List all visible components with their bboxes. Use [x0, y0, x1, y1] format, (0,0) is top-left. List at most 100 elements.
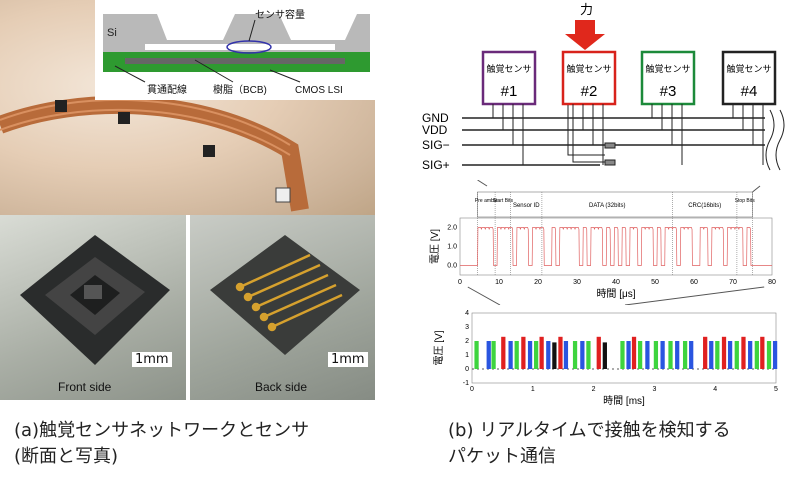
burst-blue: [580, 341, 585, 369]
sensor-name: 触覚センサ: [486, 63, 531, 74]
burst-green: [586, 341, 591, 369]
burst-blue: [626, 341, 631, 369]
sensor-box: [481, 50, 537, 106]
force-arrow-icon: [565, 20, 605, 50]
x-tick-label: 70: [729, 279, 737, 286]
burst-blue: [527, 341, 533, 369]
zoom-line: [467, 286, 501, 305]
burst-red: [596, 336, 601, 369]
y-tick-label: 0: [465, 366, 469, 373]
caption-b: (b) リアルタイムで接触を検知する パケット通信: [448, 418, 731, 470]
caption-a-line1: (a)触覚センサネットワークとセンサ: [14, 420, 310, 441]
section-label: DATA (32bits): [589, 203, 625, 209]
sensor-box: [721, 50, 777, 106]
bus-label: GND: [422, 111, 449, 125]
si-label: Si: [107, 27, 117, 39]
capacitance-label: センサ容量: [255, 8, 305, 21]
resin-label: 樹脂（BCB): [213, 83, 267, 96]
burst-red: [760, 336, 765, 369]
burst-green: [534, 341, 539, 369]
burst-green: [491, 341, 496, 369]
front-side-label: Front side: [58, 380, 112, 394]
burst-green: [754, 341, 759, 369]
section-label: CRC(16bits): [688, 203, 721, 209]
sensor-name: 触覚センサ: [645, 63, 690, 74]
burst-red: [741, 336, 746, 369]
x-tick-label: 60: [690, 279, 698, 286]
burst-green: [653, 341, 659, 369]
y-tick-label: 4: [465, 310, 469, 317]
x-tick-label: 1: [531, 386, 535, 393]
section-label: Sensor ID: [513, 203, 540, 209]
sensor-chip: [203, 145, 215, 157]
burst-red: [521, 336, 526, 369]
y-tick-label: 1.0: [447, 244, 457, 251]
burst-blue: [689, 341, 694, 369]
sensor-name: 触覚センサ: [726, 63, 771, 74]
burst-black: [602, 342, 607, 369]
sensor-chip: [55, 100, 67, 112]
y-axis-label: 電圧 [V]: [433, 330, 445, 365]
burst-green: [572, 341, 578, 369]
front-side-photo: 1mm Front side: [0, 215, 186, 400]
burst-blue: [563, 341, 569, 369]
burst-blue: [645, 341, 650, 369]
x-tick-label: 2: [592, 386, 596, 393]
y-tick-label: 2: [465, 338, 469, 345]
caption-b-line2: パケット通信: [448, 446, 556, 467]
y-tick-label: 0.0: [447, 263, 457, 270]
caption-a-line2: (断面と写真): [14, 446, 119, 467]
burst-blue: [675, 341, 680, 369]
x-tick-label: 30: [573, 279, 581, 286]
sensor-box: [640, 50, 696, 106]
x-tick-label: 10: [495, 279, 503, 286]
burst-red: [721, 336, 727, 369]
burst-blue: [508, 341, 513, 369]
x-tick-label: 40: [612, 279, 620, 286]
back-side-photo: 1mm Back side: [190, 215, 375, 400]
bus-label: SIG−: [422, 138, 450, 152]
x-tick-label: 50: [651, 279, 659, 286]
section-label: Stop Bits: [735, 198, 756, 204]
burst-green: [637, 341, 643, 369]
burst-blue: [748, 341, 753, 369]
sensor-chip: [275, 187, 291, 203]
x-tick-label: 0: [470, 386, 474, 393]
y-tick-label: 1: [465, 352, 469, 359]
sensor-number: #4: [741, 83, 758, 100]
x-axis-label: 時間 [ms]: [603, 395, 645, 407]
y-axis-label: 電圧 [V]: [429, 229, 441, 264]
burst-blue: [772, 341, 778, 369]
zoom-line: [477, 180, 488, 187]
x-tick-label: 80: [768, 279, 776, 286]
back-side-label: Back side: [255, 380, 308, 394]
y-tick-label: 3: [465, 324, 469, 331]
burst-blue: [709, 341, 714, 369]
cross-section-diagram: Si センサ容量 貫通配線 樹脂（BCB) CMOS LSI: [95, 0, 375, 100]
plot-frame: [459, 217, 773, 276]
signal-trace: [460, 227, 772, 266]
burst-black: [552, 342, 557, 369]
burst-green: [668, 341, 673, 369]
scale-bar-back: 1mm: [328, 352, 368, 367]
force-label: 力: [580, 2, 593, 17]
burst-blue: [660, 341, 665, 369]
scale-bar-front: 1mm: [132, 352, 172, 367]
sensor-number: #3: [660, 83, 677, 100]
sensor-name: 触覚センサ: [566, 63, 611, 74]
zoom-line: [624, 286, 765, 305]
flex-cable-illustration: [0, 95, 309, 212]
lsi-label: CMOS LSI: [295, 85, 343, 96]
via-label: 貫通配線: [147, 83, 187, 96]
section-label: Pre amble: [475, 198, 498, 204]
section-label: Start Bits: [493, 198, 514, 204]
burst-green: [734, 341, 739, 369]
y-tick-label: 2.0: [447, 225, 457, 232]
sensor-number: #2: [581, 83, 598, 100]
x-tick-label: 4: [713, 386, 717, 393]
burst-green: [715, 341, 720, 369]
burst-red: [558, 336, 563, 369]
x-tick-label: 0: [458, 279, 462, 286]
